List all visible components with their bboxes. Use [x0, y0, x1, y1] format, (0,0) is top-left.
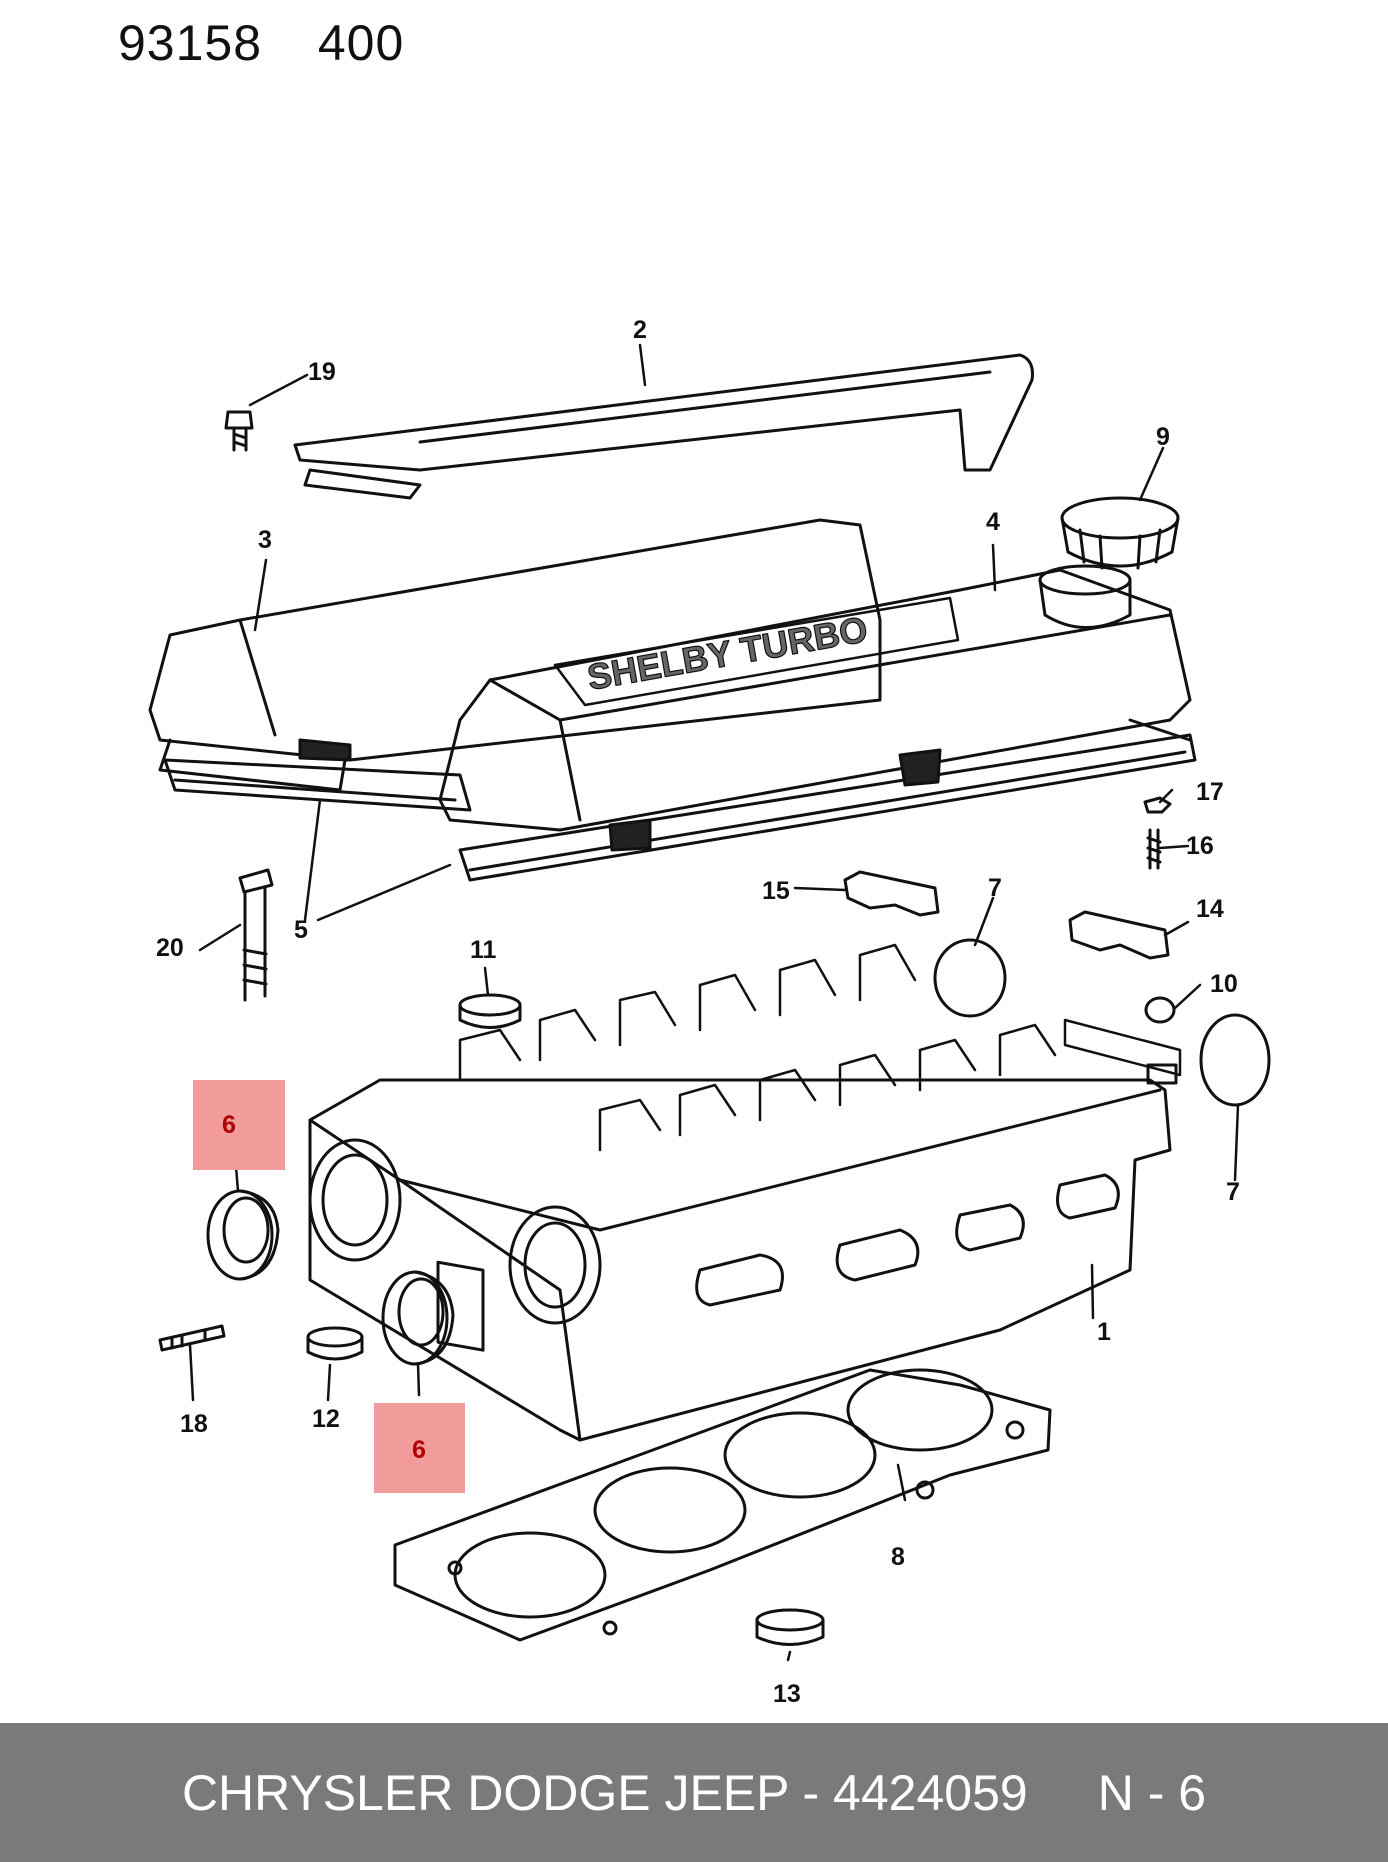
part-13-cup-plug	[755, 1608, 825, 1646]
callout-19: 19	[308, 358, 336, 386]
part-16-stud	[1146, 828, 1162, 870]
callout-12: 12	[312, 1405, 340, 1433]
callout-18: 18	[180, 1410, 208, 1438]
callout-14: 14	[1196, 895, 1224, 923]
callout-1: 1	[1097, 1318, 1111, 1346]
callout-8: 8	[891, 1543, 905, 1571]
callout-13: 13	[773, 1680, 801, 1708]
part-19-screw	[224, 410, 254, 452]
cover-lettering: SHELBY TURBO	[584, 608, 870, 698]
part-3-valve-cover	[148, 518, 882, 792]
footer-bar: CHRYSLER DODGE JEEP - 4424059 N - 6	[0, 1723, 1388, 1862]
callout-20: 20	[156, 934, 184, 962]
callout-5: 5	[294, 916, 308, 944]
reference-label: N - 6	[1097, 1764, 1207, 1821]
callout-17: 17	[1196, 778, 1224, 806]
page-reference: 400	[317, 15, 405, 71]
callout-15: 15	[762, 877, 790, 905]
callout-2: 2	[633, 316, 647, 344]
exploded-view-drawing: SHELBY TURBO	[148, 316, 1271, 1708]
callout-7-upper: 7	[988, 874, 1002, 902]
part-17-nut	[1143, 796, 1172, 814]
highlight-box-6-upper	[193, 1080, 285, 1170]
part-10-plug	[1144, 996, 1176, 1024]
part-14-bracket	[1068, 910, 1170, 960]
part-9-oil-filler-cap	[1060, 496, 1180, 570]
part-6-seal-upper	[206, 1189, 280, 1281]
callout-7-right: 7	[1226, 1178, 1240, 1206]
part-number-label: CHRYSLER DODGE JEEP - 4424059	[181, 1764, 1028, 1821]
part-5-gaskets	[163, 718, 1197, 882]
callout-11: 11	[470, 936, 497, 964]
part-18-stud	[158, 1324, 226, 1352]
part-2-cover-trim	[293, 353, 1034, 500]
callout-3: 3	[258, 526, 272, 554]
callout-10: 10	[1210, 970, 1238, 998]
part-12-cup-plug	[306, 1326, 364, 1361]
part-20-bolt	[238, 868, 274, 1002]
part-8-head-gasket	[393, 1368, 1052, 1642]
diagram-reference: 93158 400	[118, 14, 404, 72]
highlight-box-6-lower	[374, 1403, 465, 1493]
leader-lines	[188, 343, 1240, 1662]
part-11-cup-plug	[458, 993, 522, 1029]
callout-16: 16	[1186, 832, 1214, 860]
group-code: 93158	[118, 15, 263, 71]
part-1-cylinder-head	[308, 943, 1182, 1442]
part-15-bracket	[843, 870, 940, 917]
callout-4: 4	[986, 508, 1000, 536]
part-7-plug-upper	[933, 938, 1007, 1018]
callout-9: 9	[1156, 423, 1170, 451]
part-6-seal-lower	[381, 1270, 455, 1366]
callout-6-lower: 6	[412, 1436, 426, 1464]
part-7-plug-right	[1199, 1013, 1271, 1107]
callout-6-upper: 6	[222, 1111, 236, 1139]
